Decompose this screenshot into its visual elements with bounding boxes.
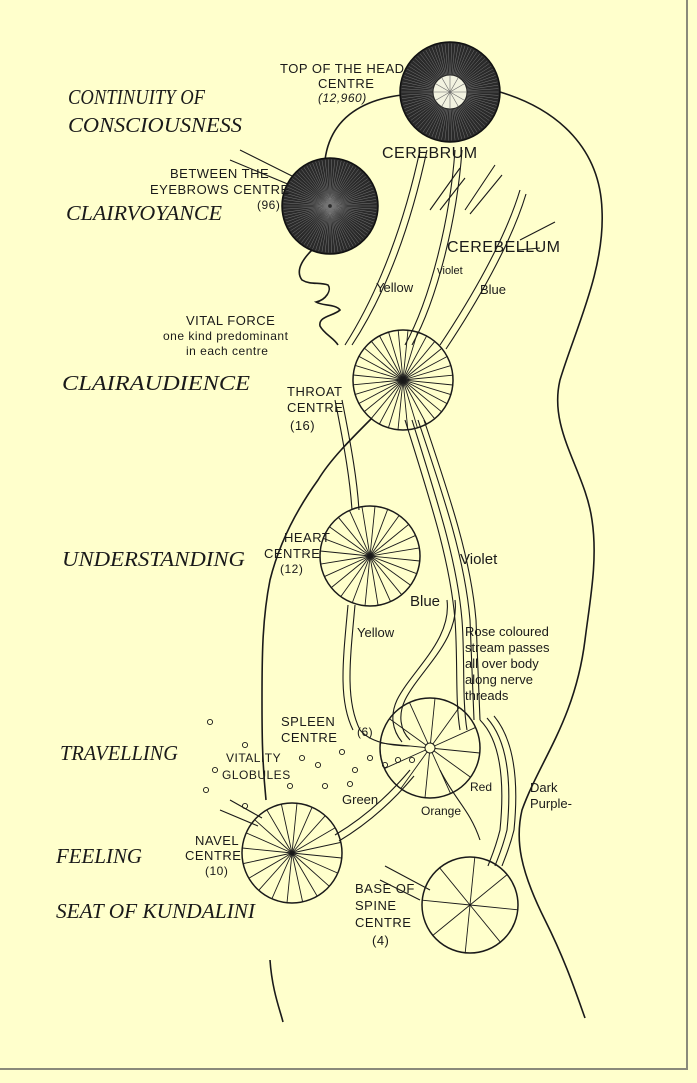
between-eyebrows-centre-wheel bbox=[281, 157, 379, 255]
faculty-clairaudience: CLAIRAUDIENCE bbox=[62, 371, 250, 395]
rose-line-1: Rose coloured bbox=[465, 624, 549, 639]
navel-label-1: NAVEL bbox=[195, 833, 239, 848]
faculty-travelling: TRAVELLING bbox=[60, 741, 178, 765]
throat-label-2: CENTRE bbox=[287, 400, 343, 415]
stream-red: Red bbox=[470, 780, 492, 794]
heart-label-1: HEART bbox=[284, 530, 330, 545]
vitality-globule bbox=[241, 802, 249, 810]
navel-label-2: CENTRE bbox=[185, 848, 241, 863]
vitality-globule bbox=[351, 766, 359, 774]
heart-label-2: CENTRE bbox=[264, 546, 320, 561]
rose-line-5: threads bbox=[465, 688, 509, 703]
faculty-clairvoyance: CLAIRVOYANCE bbox=[66, 201, 222, 225]
vitality-globule bbox=[206, 718, 214, 726]
vitality-globule bbox=[202, 786, 210, 794]
stream-yellow-upper: Yellow bbox=[376, 280, 414, 295]
stream-blue-lower: Blue bbox=[410, 593, 440, 610]
vitality-globule bbox=[211, 766, 219, 774]
globules-label-1: VITALITY bbox=[226, 751, 281, 765]
cerebellum-label: CEREBELLUM bbox=[447, 239, 560, 256]
top-head-label-2: CENTRE bbox=[318, 76, 374, 91]
top-head-label-1: TOP OF THE HEAD bbox=[280, 61, 405, 76]
head-outline bbox=[324, 94, 403, 161]
spleen-petals: (6) bbox=[357, 725, 373, 739]
stream-orange: Orange bbox=[421, 804, 461, 818]
throat-label-1: THROAT bbox=[287, 384, 342, 399]
stream-green: Green bbox=[342, 792, 378, 807]
vitality-globule bbox=[286, 782, 294, 790]
vital-force-label-1: VITAL FORCE bbox=[186, 313, 275, 328]
top-head-centre-wheel bbox=[399, 41, 501, 143]
vitality-globules-dots bbox=[202, 718, 416, 810]
frame-border bbox=[0, 0, 688, 1070]
base-of-spine-centre-wheel bbox=[421, 856, 519, 954]
faculty-continuity-line1: CONTINUITY OF bbox=[68, 85, 205, 109]
heart-petals: (12) bbox=[280, 562, 303, 576]
top-head-petals: (12,960) bbox=[318, 91, 367, 105]
base-label-2: SPINE bbox=[355, 898, 397, 913]
nerve-streams bbox=[219, 149, 556, 901]
vitality-globule bbox=[346, 780, 354, 788]
vitality-globule bbox=[321, 782, 329, 790]
throat-centre-wheel bbox=[352, 329, 454, 431]
eyebrow-petals: (96) bbox=[257, 198, 280, 212]
cerebrum-label: CEREBRUM bbox=[382, 145, 478, 162]
globules-label-2: GLOBULES bbox=[222, 768, 291, 782]
faculty-seat-of-kundalini: SEAT OF KUNDALINI bbox=[56, 899, 256, 923]
faculty-continuity-line2: CONSCIOUSNESS bbox=[68, 113, 243, 137]
heart-centre-wheel bbox=[319, 505, 421, 607]
spleen-label-1: SPLEEN bbox=[281, 714, 335, 729]
vital-force-label-2: one kind predominant bbox=[163, 329, 289, 343]
throat-petals: (16) bbox=[290, 418, 315, 433]
vitality-globule bbox=[314, 761, 322, 769]
vitality-globule bbox=[394, 756, 402, 764]
base-label-3: CENTRE bbox=[355, 915, 411, 930]
faculty-understanding: UNDERSTANDING bbox=[62, 547, 245, 571]
stream-blue-upper: Blue bbox=[480, 282, 506, 297]
vitality-globule bbox=[338, 748, 346, 756]
stream-violet-upper: violet bbox=[437, 265, 463, 277]
navel-petals: (10) bbox=[205, 864, 228, 878]
navel-centre-wheel bbox=[241, 802, 343, 904]
vitality-globule bbox=[241, 741, 249, 749]
stream-dark-purple-2: Purple- bbox=[530, 796, 572, 811]
vital-force-label-3: in each centre bbox=[186, 344, 268, 358]
stream-dark-purple-1: Dark bbox=[530, 780, 558, 795]
spleen-centre-wheel bbox=[379, 697, 481, 799]
base-petals: (4) bbox=[372, 933, 389, 948]
spleen-label-2: CENTRE bbox=[281, 730, 337, 745]
front-outline bbox=[261, 417, 373, 1023]
faculty-feeling: FEELING bbox=[55, 844, 142, 868]
rose-line-4: along nerve bbox=[465, 672, 533, 687]
stream-yellow-lower: Yellow bbox=[357, 625, 395, 640]
vitality-globule bbox=[366, 754, 374, 762]
eyebrow-label-1: BETWEEN THE bbox=[170, 166, 269, 181]
eyebrow-label-2: EYEBROWS CENTRE bbox=[150, 182, 290, 197]
vitality-globule bbox=[381, 761, 389, 769]
stream-violet-lower: Violet bbox=[460, 551, 498, 568]
rose-line-3: all over body bbox=[465, 656, 539, 671]
face-profile bbox=[298, 249, 342, 346]
body-outline-back bbox=[499, 91, 603, 1019]
base-label-1: BASE OF bbox=[355, 881, 415, 896]
rose-line-2: stream passes bbox=[465, 640, 550, 655]
vitality-globule bbox=[298, 754, 306, 762]
vitality-globule bbox=[408, 756, 416, 764]
